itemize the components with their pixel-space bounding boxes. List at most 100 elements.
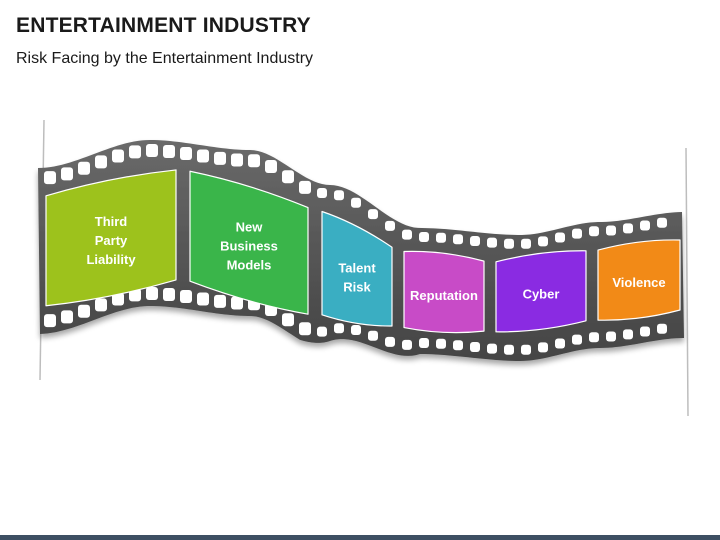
- sprocket-hole-bottom: [640, 326, 650, 337]
- sprocket-hole-bottom: [180, 289, 192, 303]
- frame-label-line: Liability: [86, 252, 136, 267]
- sprocket-hole-top: [487, 237, 497, 248]
- sprocket-hole-bottom: [385, 336, 395, 347]
- sprocket-hole-bottom: [572, 334, 582, 345]
- film-frame: Cyber: [495, 250, 587, 333]
- sprocket-hole-bottom: [351, 325, 361, 336]
- frame-label-line: Talent: [338, 260, 376, 275]
- sprocket-hole-bottom: [589, 332, 599, 343]
- frame-fill: [189, 170, 309, 315]
- sprocket-hole-top: [231, 153, 243, 167]
- sprocket-hole-bottom: [538, 342, 548, 353]
- sprocket-holes: [44, 144, 667, 355]
- frame-label-line: Cyber: [523, 286, 560, 301]
- sprocket-hole-top: [640, 220, 650, 231]
- frame-label-line: Reputation: [410, 288, 478, 303]
- film-frame: Reputation: [403, 250, 485, 334]
- sprocket-hole-bottom: [163, 287, 175, 301]
- frame-label-line: New: [236, 220, 264, 235]
- sprocket-hole-bottom: [453, 340, 463, 351]
- frame-label-line: Violence: [612, 275, 665, 290]
- sprocket-hole-top: [368, 209, 378, 220]
- sprocket-hole-bottom: [146, 287, 158, 301]
- sprocket-hole-top: [385, 220, 395, 231]
- sprocket-hole-bottom: [402, 339, 412, 350]
- sprocket-hole-top: [470, 236, 480, 247]
- sprocket-hole-top: [555, 232, 565, 243]
- page-subtitle: Risk Facing by the Entertainment Industr…: [16, 50, 314, 67]
- sprocket-hole-top: [317, 188, 327, 199]
- sprocket-hole-top: [606, 225, 616, 236]
- sprocket-hole-bottom: [282, 313, 294, 327]
- frame-fill: [597, 239, 681, 321]
- sprocket-hole-top: [129, 145, 141, 159]
- frame-label-line: Party: [95, 233, 128, 248]
- sprocket-hole-bottom: [419, 338, 429, 349]
- strip-right-edge: [685, 147, 689, 417]
- sprocket-hole-bottom: [504, 344, 514, 355]
- sprocket-hole-top: [657, 217, 667, 228]
- sprocket-hole-bottom: [657, 323, 667, 334]
- sprocket-hole-top: [95, 155, 107, 169]
- frame-fill: [495, 250, 587, 333]
- footer-bar: [0, 535, 720, 540]
- sprocket-hole-top: [402, 229, 412, 240]
- sprocket-hole-top: [351, 197, 361, 208]
- sprocket-hole-top: [334, 190, 344, 201]
- sprocket-hole-bottom: [470, 342, 480, 353]
- sprocket-hole-top: [248, 154, 260, 168]
- sprocket-hole-bottom: [61, 310, 73, 324]
- sprocket-hole-bottom: [112, 292, 124, 306]
- sprocket-hole-bottom: [231, 296, 243, 310]
- page-title: ENTERTAINMENT INDUSTRY: [16, 14, 311, 37]
- sprocket-hole-bottom: [299, 322, 311, 336]
- sprocket-hole-bottom: [368, 330, 378, 341]
- sprocket-hole-top: [538, 236, 548, 247]
- sprocket-hole-bottom: [521, 344, 531, 355]
- sprocket-hole-top: [572, 228, 582, 239]
- sprocket-hole-top: [197, 149, 209, 163]
- sprocket-hole-bottom: [78, 304, 90, 318]
- sprocket-hole-top: [146, 144, 158, 158]
- frame-label-line: Risk: [343, 279, 371, 294]
- sprocket-hole-bottom: [436, 338, 446, 349]
- sprocket-hole-top: [504, 238, 514, 249]
- frame-label-line: Third: [95, 214, 128, 229]
- sprocket-hole-top: [419, 232, 429, 243]
- sprocket-hole-top: [112, 149, 124, 163]
- frame-label-line: Models: [227, 258, 272, 273]
- sprocket-hole-top: [214, 151, 226, 165]
- sprocket-hole-top: [78, 161, 90, 175]
- sprocket-hole-top: [589, 226, 599, 237]
- frame-label-line: Business: [220, 239, 278, 254]
- sprocket-hole-top: [282, 170, 294, 184]
- sprocket-hole-bottom: [623, 329, 633, 340]
- frame-fill: [321, 210, 393, 327]
- sprocket-hole-top: [44, 171, 56, 185]
- frame-fill: [403, 250, 485, 334]
- sprocket-hole-bottom: [95, 298, 107, 312]
- sprocket-hole-top: [61, 167, 73, 181]
- sprocket-hole-top: [436, 232, 446, 243]
- film-frame: Violence: [597, 239, 681, 321]
- sprocket-hole-bottom: [197, 292, 209, 306]
- sprocket-hole-bottom: [214, 294, 226, 308]
- sprocket-hole-top: [521, 238, 531, 249]
- sprocket-hole-top: [453, 234, 463, 245]
- sprocket-hole-bottom: [606, 331, 616, 342]
- sprocket-hole-top: [299, 180, 311, 194]
- sprocket-hole-bottom: [317, 326, 327, 337]
- sprocket-hole-top: [163, 144, 175, 158]
- sprocket-hole-top: [180, 146, 192, 160]
- sprocket-hole-bottom: [44, 314, 56, 328]
- sprocket-hole-bottom: [555, 338, 565, 349]
- sprocket-hole-bottom: [487, 343, 497, 354]
- sprocket-hole-top: [623, 223, 633, 234]
- sprocket-hole-bottom: [334, 323, 344, 334]
- frame-fill: [45, 169, 177, 307]
